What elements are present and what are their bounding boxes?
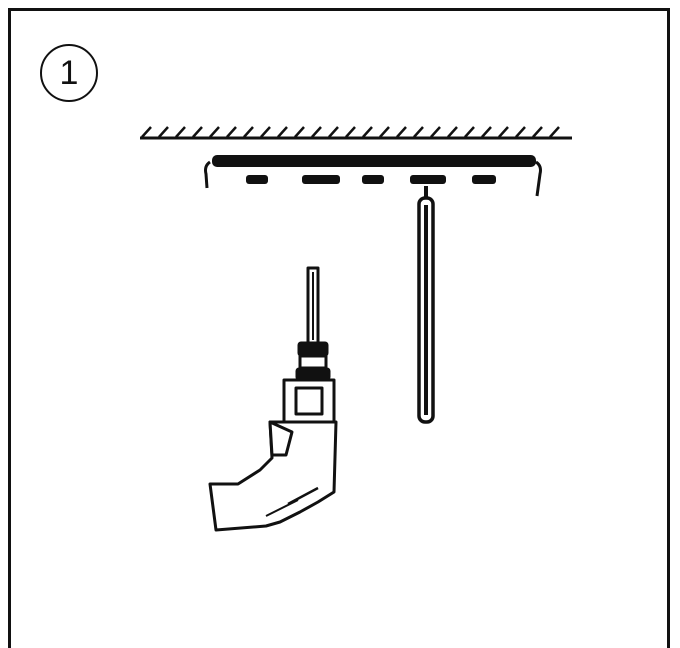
ceiling-hatch-mark: [498, 126, 509, 138]
ceiling-hatch-mark: [515, 126, 526, 138]
power-drill-icon: [208, 266, 338, 532]
ceiling-hatch-mark: [192, 126, 203, 138]
ceiling-hatch-mark: [175, 126, 186, 138]
ceiling-hatch-mark: [447, 126, 458, 138]
ceiling-hatch-mark: [158, 126, 169, 138]
ceiling-hatch-mark: [481, 126, 492, 138]
ceiling-hatch-icon: [140, 126, 572, 140]
ceiling-hatch-mark: [260, 126, 271, 138]
instruction-panel: [8, 8, 670, 648]
ceiling-hatch-mark: [464, 126, 475, 138]
rail-gliders: [246, 175, 496, 184]
installation-illustration: [140, 126, 572, 532]
drill-bit-rod-icon: [417, 186, 435, 424]
ceiling-hatch-mark: [243, 126, 254, 138]
ceiling-hatch-mark: [345, 126, 356, 138]
ceiling-hatch-mark: [362, 126, 373, 138]
ceiling-hatch-mark: [277, 126, 288, 138]
ceiling-hatch-mark: [311, 126, 322, 138]
ceiling-hatch-mark: [379, 126, 390, 138]
ceiling-hatch-mark: [141, 126, 152, 138]
ceiling-hatch-mark: [226, 126, 237, 138]
ceiling-hatch-mark: [549, 126, 560, 138]
ceiling-hatch-mark: [430, 126, 441, 138]
ceiling-hatch-mark: [413, 126, 424, 138]
step-number-badge: 1: [40, 44, 98, 102]
ceiling-hatch-mark: [396, 126, 407, 138]
curtain-rail-icon: [204, 155, 542, 197]
ceiling-hatch-mark: [532, 126, 543, 138]
ceiling-hatch-mark: [328, 126, 339, 138]
ceiling-hatch-mark: [209, 126, 220, 138]
ceiling-hatch-mark: [294, 126, 305, 138]
step-number: 1: [59, 54, 79, 92]
